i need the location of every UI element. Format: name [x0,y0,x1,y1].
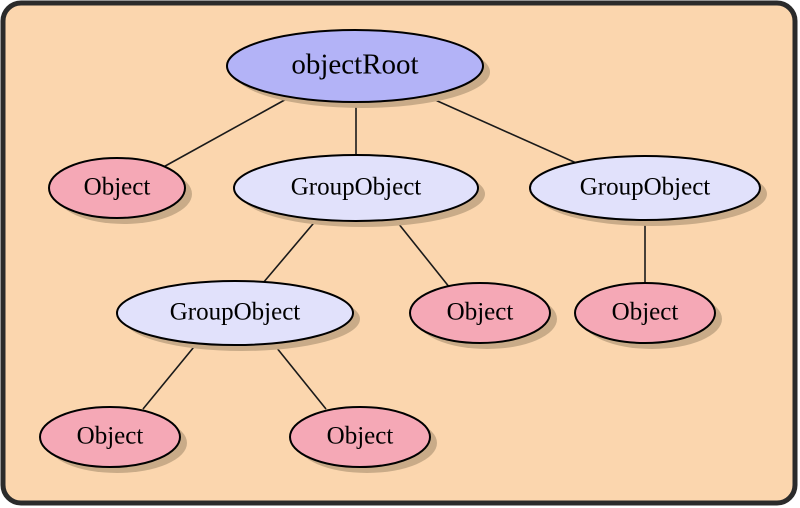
node-label-obj3: Object [612,299,679,326]
node-label-obj1: Object [84,174,151,201]
node-label-group1: GroupObject [291,174,422,201]
node-group2[interactable]: GroupObject [529,155,761,221]
node-obj2[interactable]: Object [409,282,551,344]
node-label-obj4: Object [77,423,144,450]
edge-group3-to-obj5 [271,341,327,410]
node-ellipse-group1 [233,154,479,222]
edge-root-to-group2 [423,94,584,167]
node-label-obj2: Object [447,299,514,326]
edges-layer [142,94,646,410]
node-ellipse-root [226,29,484,103]
node-label-root: objectRoot [291,49,418,81]
node-ellipse-obj3 [574,282,716,344]
edge-group3-to-obj4 [142,341,199,410]
node-label-obj5: Object [327,423,394,450]
edge-group1-to-group3 [262,217,319,284]
edge-group1-to-obj2 [393,217,451,289]
node-obj3[interactable]: Object [574,282,716,344]
node-ellipse-obj1 [48,157,186,219]
node-label-group3: GroupObject [170,299,301,326]
node-obj4[interactable]: Object [39,406,181,468]
node-ellipse-group2 [529,155,761,221]
node-group1[interactable]: GroupObject [233,154,479,222]
node-root[interactable]: objectRoot [226,29,484,103]
node-label-group2: GroupObject [580,174,711,201]
node-ellipse-obj5 [289,406,431,468]
node-obj5[interactable]: Object [289,406,431,468]
edge-root-to-obj1 [157,96,291,171]
node-ellipse-obj4 [39,406,181,468]
node-group3[interactable]: GroupObject [116,280,354,346]
node-obj1[interactable]: Object [48,157,186,219]
node-ellipse-obj2 [409,282,551,344]
node-ellipse-group3 [116,280,354,346]
